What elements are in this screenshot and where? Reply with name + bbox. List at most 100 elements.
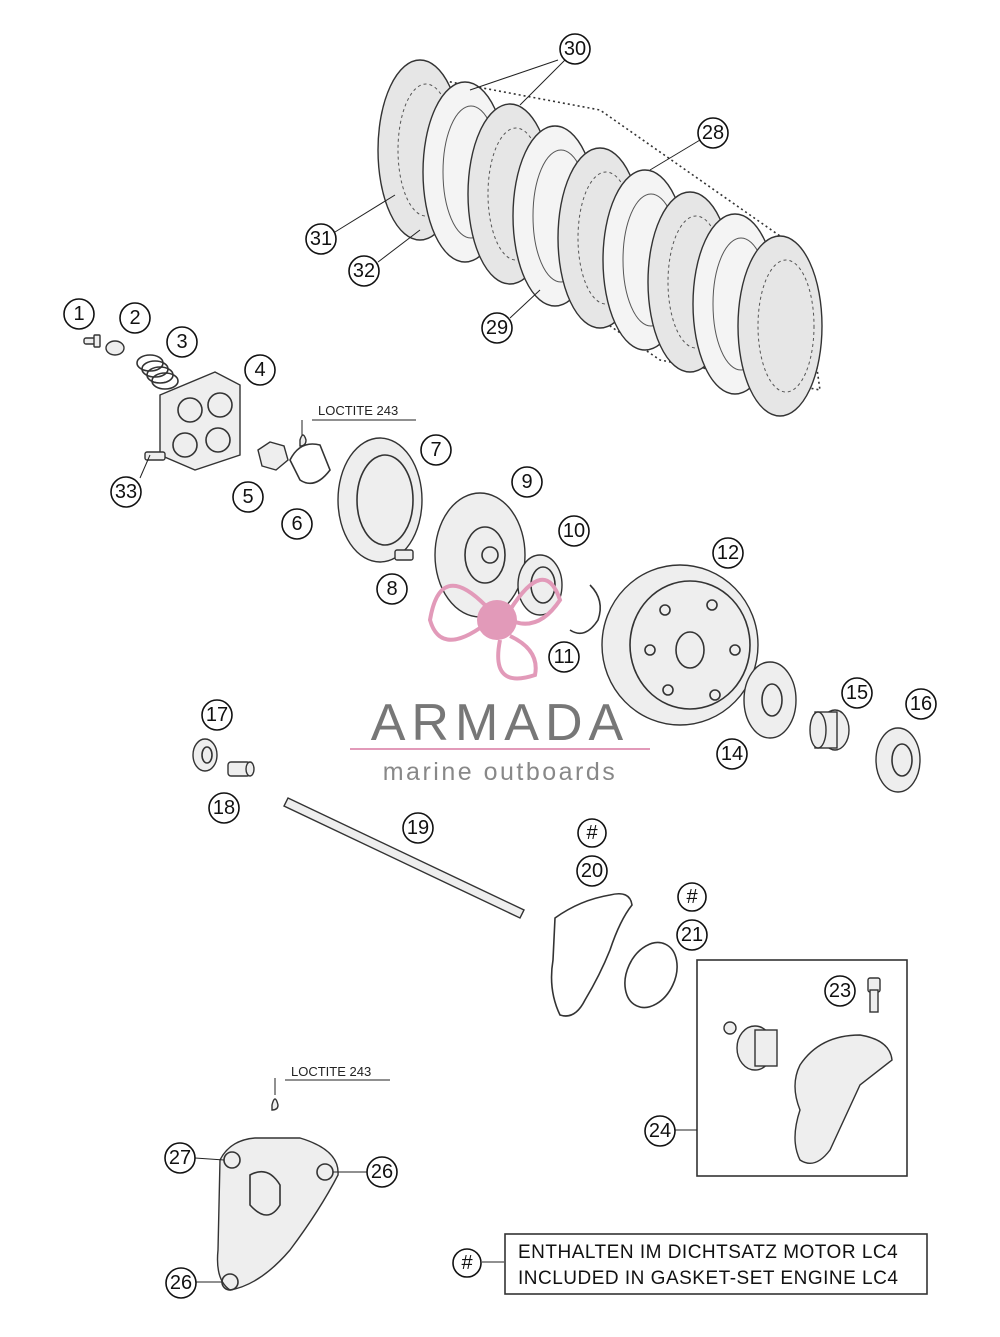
- slave-cylinder-box: [696, 959, 908, 1177]
- svg-text:3: 3: [176, 331, 187, 353]
- svg-text:24: 24: [649, 1120, 671, 1142]
- callout-26-right: 26: [366, 1156, 398, 1188]
- clutch-hub-basket: [337, 437, 921, 793]
- push-rod-part-19: [283, 797, 525, 919]
- callout-30: 30: [559, 33, 591, 65]
- outer-basket-part-12: [601, 564, 759, 726]
- callout-32: 32: [348, 255, 380, 287]
- svg-text:1: 1: [73, 303, 84, 325]
- svg-text:17: 17: [206, 704, 228, 726]
- callout-14: 14: [716, 738, 748, 770]
- callout-12: 12: [712, 537, 744, 569]
- nut-part-5: [257, 441, 289, 471]
- part-callouts: 1 2 3 4 5 6 7 8 9 10 11 12 14 15 16 17 1…: [63, 33, 937, 1299]
- svg-text:2: 2: [129, 307, 140, 329]
- gear-part-14: [743, 661, 797, 739]
- legend: # ENTHALTEN IM DICHTSATZ MOTOR LC4 INCLU…: [452, 1233, 928, 1295]
- washer-part-16: [875, 727, 921, 793]
- callout-5: 5: [232, 481, 264, 513]
- clutch-disc: [737, 235, 823, 417]
- callout-8: 8: [376, 573, 408, 605]
- svg-text:18: 18: [213, 797, 235, 819]
- clutch-disc-inner: [757, 259, 815, 393]
- leader-lines: [139, 59, 701, 1283]
- bleed-screw-part-23: [867, 977, 881, 1013]
- piston-part: [723, 1021, 778, 1071]
- pressure-cap-assembly: [83, 334, 331, 485]
- svg-text:26: 26: [170, 1272, 192, 1294]
- needle-bearing-part-15: [809, 709, 850, 751]
- svg-text:28: 28: [702, 122, 724, 144]
- svg-text:11: 11: [554, 646, 575, 668]
- o-ring-part-21: [624, 941, 678, 1009]
- bushing-part-18: [227, 761, 255, 777]
- svg-text:21: 21: [681, 924, 703, 946]
- callout-17: 17: [201, 699, 233, 731]
- callout-6: 6: [281, 508, 313, 540]
- watermark-brand: ARMADA: [371, 694, 629, 752]
- hash-marker-oring-21: #: [677, 882, 707, 912]
- loctite-drop-upper: [299, 434, 307, 447]
- legend-line-1: ENTHALTEN IM DICHTSATZ MOTOR LC4: [518, 1242, 898, 1263]
- callout-26-bottom: 26: [165, 1267, 197, 1299]
- clutch-cover-part: [216, 1098, 339, 1291]
- lock-washer-part-6: [289, 443, 331, 485]
- spring-part-3: [136, 354, 179, 390]
- svg-text:32: 32: [353, 260, 375, 282]
- svg-text:15: 15: [846, 682, 868, 704]
- callout-2: 2: [119, 302, 151, 334]
- callout-28: 28: [697, 117, 729, 149]
- gasket-parts: [550, 892, 678, 1017]
- svg-text:7: 7: [430, 439, 441, 461]
- callout-24: 24: [644, 1115, 676, 1147]
- clutch-disc-stack: [377, 59, 823, 417]
- callout-3: 3: [166, 326, 198, 358]
- svg-text:30: 30: [564, 38, 586, 60]
- callout-16: 16: [905, 688, 937, 720]
- svg-text:4: 4: [254, 359, 265, 381]
- seal-part-17: [192, 738, 218, 772]
- callout-20: 20: [576, 855, 608, 887]
- callout-7: 7: [420, 434, 452, 466]
- svg-text:LOCTITE 243: LOCTITE 243: [318, 403, 398, 418]
- svg-text:LOCTITE 243: LOCTITE 243: [291, 1064, 371, 1079]
- svg-text:#: #: [686, 886, 698, 908]
- svg-text:27: 27: [169, 1147, 191, 1169]
- propeller-logo: [427, 578, 563, 681]
- inner-hub-part-7: [337, 437, 423, 563]
- callout-15: 15: [841, 677, 873, 709]
- callout-27: 27: [164, 1142, 196, 1174]
- svg-text:14: 14: [721, 743, 743, 765]
- hash-marker-gasket-20: #: [577, 818, 607, 848]
- svg-text:12: 12: [717, 542, 739, 564]
- callout-10: 10: [558, 515, 590, 547]
- callout-11: 11: [548, 641, 580, 673]
- svg-text:#: #: [461, 1252, 473, 1274]
- svg-text:26: 26: [371, 1161, 393, 1183]
- svg-text:6: 6: [291, 513, 302, 535]
- pushrod-assembly: [192, 738, 525, 919]
- gasket-part-20: [550, 892, 633, 1017]
- pressure-plate-part-4: [159, 371, 241, 471]
- legend-line-2: INCLUDED IN GASKET-SET ENGINE LC4: [518, 1268, 898, 1289]
- loctite-label-lower: LOCTITE 243: [285, 1064, 390, 1081]
- svg-text:31: 31: [310, 228, 332, 250]
- callout-19: 19: [402, 812, 434, 844]
- svg-text:#: #: [586, 822, 598, 844]
- callout-21: 21: [676, 919, 708, 951]
- callout-18: 18: [208, 792, 240, 824]
- loctite-label-upper: LOCTITE 243: [312, 403, 416, 421]
- spring-part-8: [394, 549, 414, 561]
- pin-part-33: [144, 451, 166, 461]
- callout-1: 1: [63, 298, 95, 330]
- svg-text:33: 33: [115, 481, 137, 503]
- svg-text:19: 19: [407, 817, 429, 839]
- washer-part-2: [105, 340, 125, 356]
- callout-33: 33: [110, 476, 142, 508]
- svg-text:23: 23: [829, 980, 851, 1002]
- svg-text:10: 10: [563, 520, 585, 542]
- circlip-part-11: [569, 584, 601, 635]
- watermark-tagline: marine outboards: [383, 758, 618, 786]
- legend-hash-callout: #: [452, 1248, 482, 1278]
